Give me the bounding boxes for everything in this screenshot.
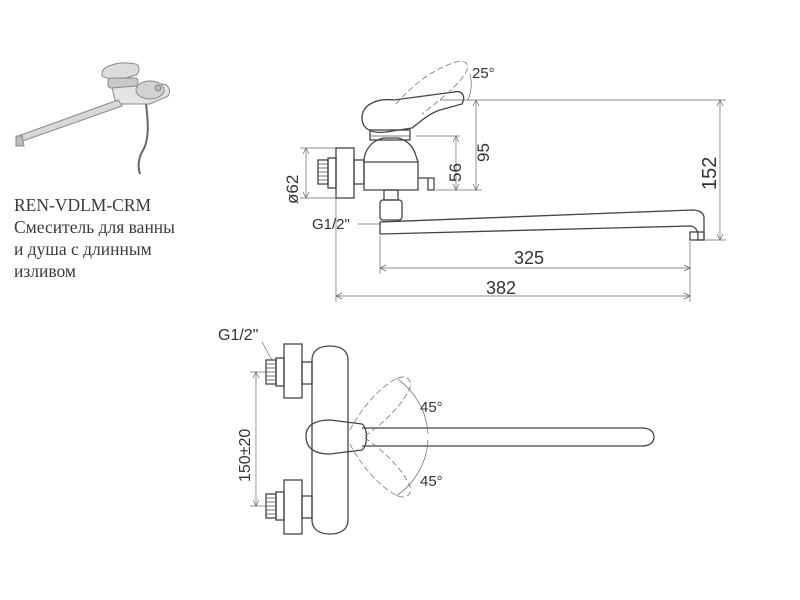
swing-angle-bottom-label: 45° [420,473,443,490]
side-view-dimensions [300,99,726,302]
side-view-drawing [317,61,705,241]
total-length-label: 382 [486,278,516,298]
lever-angle-label: 25° [472,65,495,82]
top-view-dimensions [250,341,273,507]
model-number: REN-VDLM-CRM [14,195,152,215]
spout-reach-label: 325 [514,248,544,268]
description-line-2: и душа с длинным [14,239,152,259]
product-caption: REN-VDLM-CRM Смеситель для ванны и душа … [14,194,175,282]
product-photo [15,62,171,175]
total-height-label: 152 [699,157,721,190]
description-line-1: Смеситель для ванны [14,217,175,237]
top-view-drawing [265,343,655,535]
swing-angle-top-label: 45° [420,399,443,416]
side-thread-label: G1/2" [312,216,350,233]
top-thread-label: G1/2" [218,327,258,344]
body-height-label: 56 [446,163,465,182]
lever-height-label: 95 [474,143,493,162]
outlet-diameter-label: ø62 [283,175,302,204]
description-line-3: изливом [14,261,77,281]
center-distance-label: 150±20 [237,429,254,482]
